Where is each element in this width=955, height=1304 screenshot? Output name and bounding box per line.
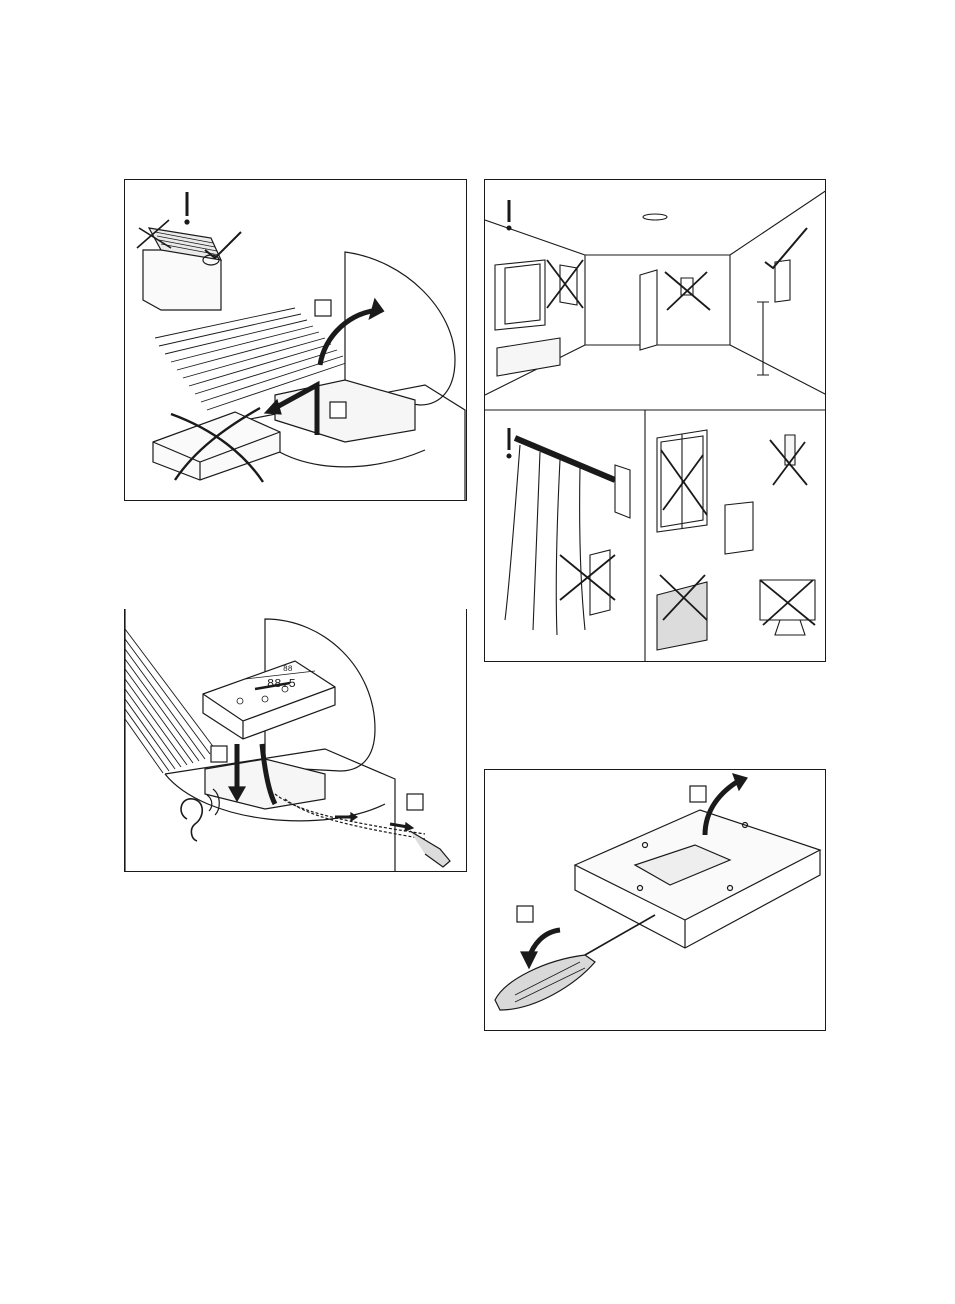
display-readout: 88.5 <box>267 677 296 691</box>
open-housing-illustration <box>485 770 826 1031</box>
display-small: 88 <box>283 665 293 674</box>
figure-placement-guidance <box>484 179 826 662</box>
radiator-room <box>497 338 560 376</box>
placement-illustration <box>485 180 826 662</box>
cable-connector <box>410 831 450 867</box>
thermostat <box>725 502 753 554</box>
hearing-icon <box>181 799 202 841</box>
thermostat-good <box>775 260 790 302</box>
step-box <box>517 906 533 922</box>
remove-cover-illustration <box>125 180 467 501</box>
removed-cover <box>153 412 280 480</box>
step-box <box>690 786 706 802</box>
figure-remove-cover <box>124 179 467 501</box>
step-box <box>330 402 346 418</box>
step-box <box>315 300 331 316</box>
ceiling-light <box>643 214 667 220</box>
curtain-rod <box>515 438 615 480</box>
door <box>640 270 657 350</box>
screwdriver-handle <box>495 955 595 1010</box>
appliance-small <box>143 250 221 310</box>
figure-install-display: 88.5 88 <box>124 609 467 872</box>
step-box <box>407 794 423 810</box>
figure-open-housing <box>484 769 826 1031</box>
radiator <box>657 582 707 650</box>
step-box <box>211 746 227 762</box>
install-display-illustration: 88.5 88 <box>125 609 467 872</box>
